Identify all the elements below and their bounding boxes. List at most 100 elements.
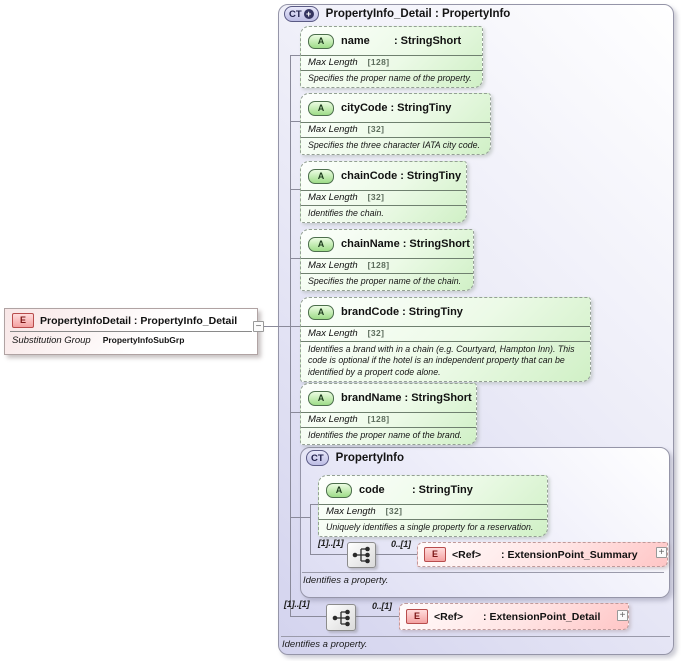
divider <box>281 636 670 637</box>
expand-plus-icon[interactable]: + <box>303 9 314 19</box>
attribute-badge: A <box>308 168 334 184</box>
facet-row: Max Length [32] <box>301 191 466 205</box>
attribute-header: A brandCode:StringTiny <box>301 298 590 326</box>
connector-line <box>310 504 318 505</box>
attribute-brandcode[interactable]: A brandCode:StringTiny Max Length [32] I… <box>300 297 591 382</box>
attribute-name-label: code <box>359 484 385 496</box>
attribute-name-label: chainCode <box>341 170 398 182</box>
attribute-description: Identifies the proper name of the brand. <box>308 430 463 440</box>
substitution-group-label: Substitution Group <box>12 335 91 346</box>
facet-value: [128] <box>367 414 390 424</box>
substitution-group-row: Substitution Group PropertyInfoSubGrp <box>5 332 257 349</box>
attribute-badge: A <box>326 482 352 498</box>
attribute-name-label: brandName <box>341 392 402 404</box>
facet-row: Max Length [32] <box>301 327 590 341</box>
attribute-header: A code:StringTiny <box>319 476 547 504</box>
element-ref-extensionpoint-summary[interactable]: E <Ref> :ExtensionPoint_Summary <box>417 542 668 567</box>
attribute-name-label: brandCode <box>341 306 400 318</box>
type-separator: : <box>412 484 416 496</box>
connector-spine-inner <box>310 504 311 555</box>
complex-type-badge-label: CT <box>311 452 324 464</box>
attribute-citycode[interactable]: A cityCode:StringTiny Max Length [32] Sp… <box>300 93 491 156</box>
expand-button[interactable]: + <box>656 547 667 558</box>
element-ref-extensionpoint-detail[interactable]: E <Ref> :ExtensionPoint_Detail <box>399 603 629 630</box>
facet-value: [32] <box>367 124 385 134</box>
sequence-icon[interactable] <box>326 604 356 631</box>
divider <box>10 331 252 332</box>
attribute-header: A brandName:StringShort <box>301 384 476 412</box>
element-title: PropertyInfoDetail : PropertyInfo_Detail <box>40 314 238 327</box>
element-propertyinfodetail[interactable]: E PropertyInfoDetail : PropertyInfo_Deta… <box>4 308 258 355</box>
attribute-brandname[interactable]: A brandName:StringShort Max Length [128]… <box>300 383 477 446</box>
complex-type-header: CT + PropertyInfo_Detail : PropertyInfo <box>284 6 510 22</box>
facet-row: Max Length [128] <box>301 56 482 70</box>
facet-row: Max Length [128] <box>301 413 476 427</box>
attribute-name-label: name <box>341 35 370 47</box>
sequence-glyph <box>332 609 350 626</box>
attribute-badge: A <box>308 390 334 406</box>
connector-spine <box>290 55 291 617</box>
nested-type-annotation: Identifies a property. <box>303 575 389 586</box>
connector-line <box>290 189 300 190</box>
type-annotation: Identifies a property. <box>282 639 368 650</box>
ref-name-label: <Ref> <box>434 610 464 623</box>
attribute-name[interactable]: A name:StringShort Max Length [128] Spec… <box>300 26 483 89</box>
collapse-button[interactable]: − <box>253 321 264 332</box>
complex-type-badge: CT <box>306 450 329 466</box>
facet-value: [32] <box>367 328 385 338</box>
attribute-type-label: StringTiny <box>408 306 463 318</box>
attribute-header: A chainName:StringShort <box>301 230 473 258</box>
attribute-type-label: StringTiny <box>418 484 473 496</box>
divider <box>301 258 473 259</box>
sequence-glyph <box>352 546 370 564</box>
attribute-badge: A <box>308 33 334 49</box>
facet-label: Max Length <box>308 328 358 339</box>
attribute-chaincode[interactable]: A chainCode:StringTiny Max Length [32] I… <box>300 161 467 224</box>
type-separator: : <box>402 238 407 250</box>
cardinality-label: [1]..[1] <box>284 599 310 609</box>
divider <box>301 273 473 274</box>
connector-line <box>310 554 348 555</box>
divider <box>301 70 482 71</box>
divider <box>301 341 590 342</box>
attribute-type-label: StringTiny <box>406 170 462 182</box>
attribute-type-label: StringShort <box>400 35 462 47</box>
divider <box>301 190 466 191</box>
facet-label: Max Length <box>326 506 376 517</box>
type-separator: : <box>483 610 487 623</box>
ref-type-label: ExtensionPoint_Detail <box>489 610 601 623</box>
sequence-icon[interactable] <box>347 542 376 568</box>
facet-value: [128] <box>367 260 390 270</box>
attribute-description: Uniquely identifies a single property fo… <box>326 522 534 532</box>
expand-button[interactable]: + <box>617 610 628 621</box>
connector-line <box>290 258 300 259</box>
cardinality-label: 0..[1] <box>372 601 392 611</box>
attribute-name-label: chainName <box>341 238 400 250</box>
divider <box>301 55 482 56</box>
attribute-description: Identifies a brand with in a chain (e.g.… <box>308 344 575 377</box>
attribute-badge: A <box>308 236 334 252</box>
type-separator: : <box>404 392 409 404</box>
nested-complex-type-header: CT PropertyInfo <box>306 450 404 466</box>
ref-name-label: <Ref> <box>452 548 482 561</box>
attribute-type-label: StringTiny <box>397 102 452 114</box>
connector-line <box>256 326 300 327</box>
connector-line <box>290 55 300 56</box>
attribute-chainname[interactable]: A chainName:StringShort Max Length [128]… <box>300 229 474 292</box>
facet-value: [128] <box>367 57 390 67</box>
attribute-badge: A <box>308 304 334 320</box>
connector-line <box>290 121 300 122</box>
element-badge: E <box>406 609 428 624</box>
substitution-group-value: PropertyInfoSubGrp <box>102 335 185 345</box>
divider <box>301 205 466 206</box>
divider <box>319 519 547 520</box>
connector-line <box>376 554 418 555</box>
element-badge: E <box>12 313 34 328</box>
type-separator: : <box>402 306 406 318</box>
facet-label: Max Length <box>308 57 358 68</box>
attribute-code[interactable]: A code:StringTiny Max Length [32] Unique… <box>318 475 548 538</box>
connector-line <box>290 616 326 617</box>
cardinality-label: 0..[1] <box>391 539 411 549</box>
divider <box>301 137 490 138</box>
